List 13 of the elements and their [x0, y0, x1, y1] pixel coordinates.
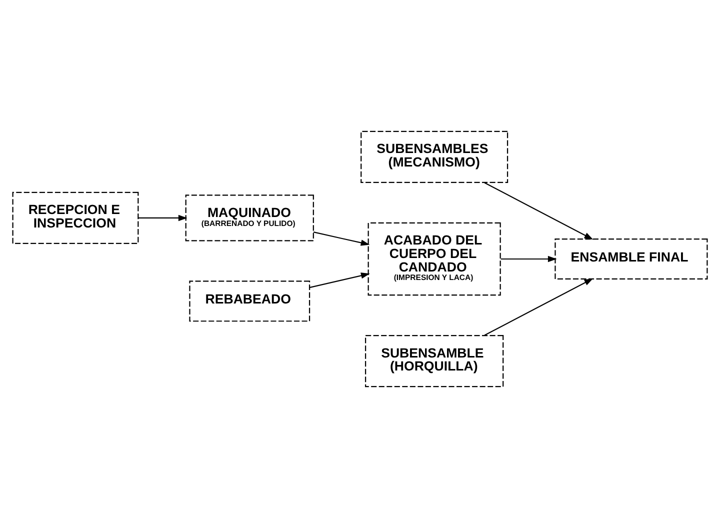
arrow	[313, 232, 370, 246]
node-box: REBABEADO	[189, 280, 310, 322]
node-box: SUBENSAMBLE (HORQUILLA)	[365, 334, 504, 388]
arrow	[484, 278, 594, 336]
node-box: SUBENSAMBLES (MECANISMO)	[360, 130, 508, 184]
arrow	[500, 256, 557, 262]
node-box: RECEPCION E INSPECCION	[12, 192, 139, 244]
arrow	[310, 272, 370, 288]
node-box: MAQUINADO (BARRENADO Y PULIDO)	[185, 194, 314, 242]
node-box: ENSAMBLE FINAL	[554, 238, 708, 280]
arrow	[138, 214, 188, 222]
arrow	[484, 182, 594, 240]
node-box: ACABADO DEL CUERPO DEL CANDADO (IMPRESION Y LACA)	[368, 222, 501, 296]
